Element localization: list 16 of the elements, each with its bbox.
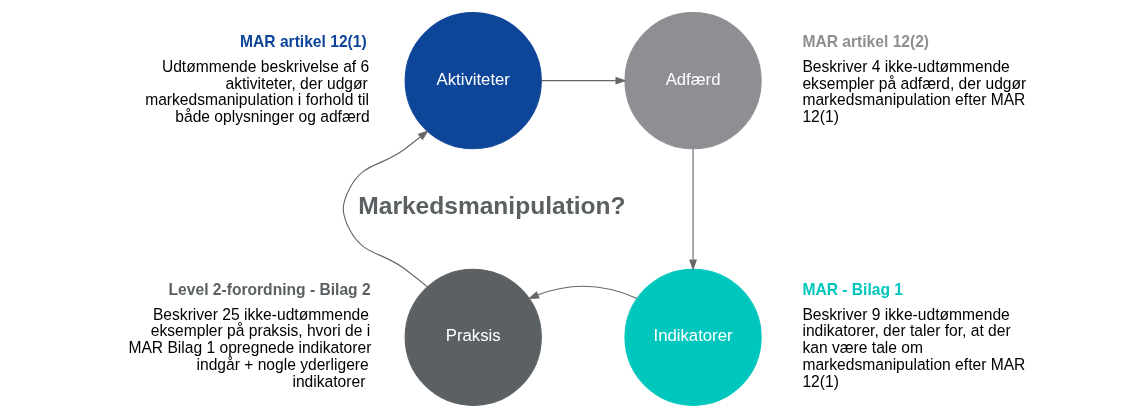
node-label: Beskriver 9 ikke-udtømmende indikatorer, der taler for, at der kan være tale om markedsmanipulation efter MAR 12(1) [801, 305, 1025, 390]
node-label: Beskriver 25 ikke-udtømmende eksempler på praksis, hvori de i MAR Bilag 1 opregnede indikatorer indgår + nogle yderligere indikatorer [127, 305, 371, 390]
node-label: Udtømmende beskrivelse af 6 aktiviteter, der udgør markedsmanipulation i forhold til både oplysninger og adfærd [144, 57, 370, 126]
node-label: MAR artikel 12(2) [801, 33, 929, 51]
node-label: Beskriver 4 ikke-udtømmende eksempler på adfærd, der udgør markedsmanipulation efter MAR 12(1) [801, 57, 1026, 126]
arrow [527, 285, 637, 300]
arrow [688, 148, 697, 271]
node-circle: Indikatorer [623, 268, 762, 406]
arrow [342, 130, 429, 288]
arrow [540, 76, 627, 85]
node-circle: Adfærd [623, 12, 762, 150]
node-label: Level 2-forordning - Bilag 2 [168, 281, 371, 299]
node-circle: Aktiviteter [404, 12, 542, 150]
node-label: MAR - Bilag 1 [801, 281, 903, 299]
label: Markedsmanipulation? [357, 192, 626, 220]
node-label: MAR artikel 12(1) [239, 33, 367, 51]
